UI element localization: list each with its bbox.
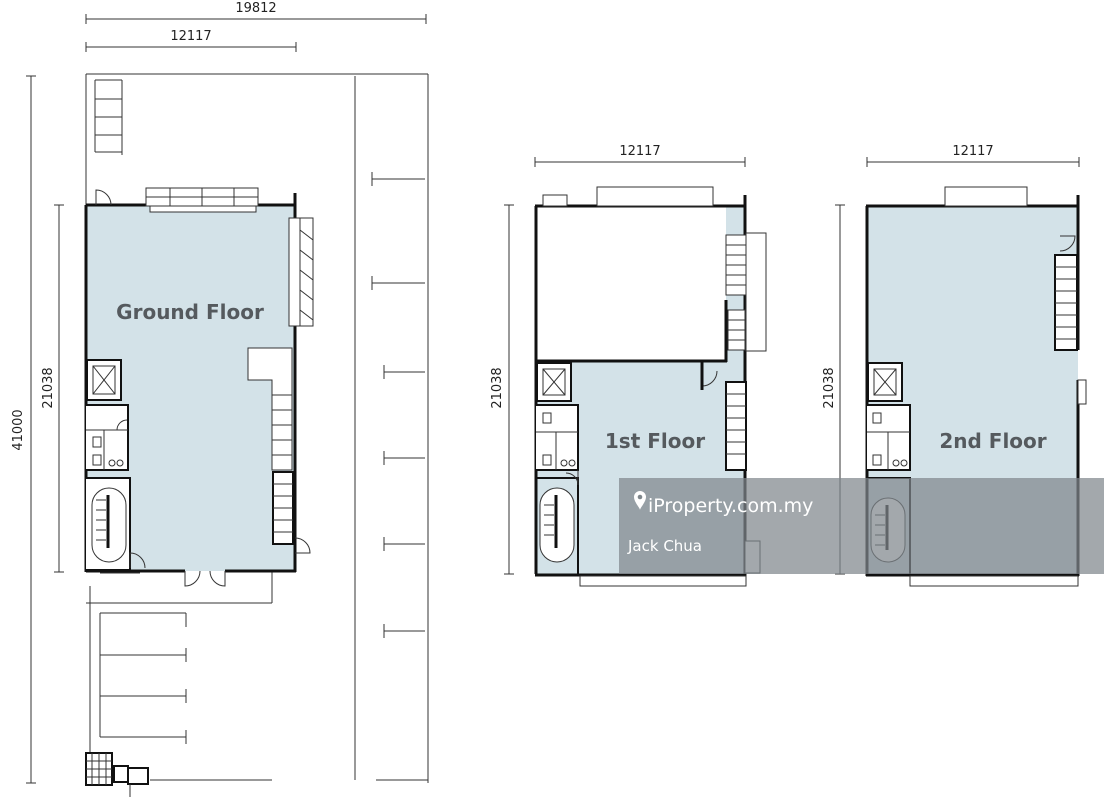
parking-bays-bottom [99, 612, 187, 744]
parking-bays-right [371, 172, 425, 638]
first-floor-plan: 12117 21038 [490, 144, 767, 587]
internal-staircase [247, 347, 293, 471]
building-width-dimension-second: 12117 [866, 144, 1080, 167]
building-width-label-first: 12117 [619, 144, 660, 159]
watermark-agent: Jack Chua [627, 537, 702, 555]
watermark: iProperty.com.my Jack Chua [619, 478, 1104, 574]
first-floor-lift [536, 362, 572, 402]
second-floor-rear-ledge [909, 575, 1079, 587]
building-depth-dimension-ground: 21038 [41, 204, 64, 573]
first-floor-balcony [596, 186, 714, 207]
escape-staircase [86, 477, 146, 571]
guardhouse [85, 752, 149, 797]
first-floor-toilets [536, 404, 579, 471]
second-floor-lift [867, 362, 903, 402]
watermark-band [619, 478, 1104, 574]
first-floor-rear-ledge [579, 575, 747, 587]
first-floor-ledge [542, 194, 568, 207]
parking-bays-top [94, 79, 123, 155]
building-depth-dimension-first: 21038 [490, 204, 514, 575]
building-width-label-second: 12117 [952, 144, 993, 159]
second-floor-balcony [944, 186, 1028, 207]
floor-label-second: 2nd Floor [939, 429, 1046, 453]
main-entrance-doors [100, 570, 226, 587]
second-floor-side-window [1077, 379, 1087, 405]
floor-label-ground: Ground Floor [116, 300, 264, 324]
second-floor-side-stair [1054, 235, 1078, 351]
site-depth-dimension: 41000 [11, 75, 36, 784]
building-width-dimension-ground: 12117 [85, 29, 297, 52]
first-floor-side-stair [725, 232, 767, 352]
building-depth-label-ground: 21038 [41, 367, 56, 408]
door-swing [95, 189, 112, 206]
second-floor-toilets [867, 404, 911, 471]
front-canopy [145, 187, 259, 213]
building-width-label-ground: 12117 [170, 29, 211, 44]
site-width-label: 19812 [235, 1, 276, 16]
first-floor-escape-stair [536, 470, 579, 574]
site-width-dimension: 19812 [85, 1, 427, 24]
building-width-dimension-first: 12117 [534, 144, 746, 167]
ground-floor-plan: 19812 12117 41000 21038 [11, 1, 429, 797]
watermark-brand: iProperty.com.my [648, 495, 813, 517]
toilets [86, 404, 129, 471]
first-floor-rear-stair [700, 361, 747, 471]
rear-staircase [272, 471, 311, 554]
building-depth-label-second: 21038 [822, 367, 837, 408]
location-pin-icon [634, 491, 646, 510]
site-depth-label: 41000 [11, 409, 26, 450]
building-depth-label-first: 21038 [490, 367, 505, 408]
lift-shaft [86, 359, 122, 401]
site-boundary [85, 73, 429, 783]
side-ramp [288, 217, 314, 327]
floor-label-first: 1st Floor [605, 429, 705, 453]
